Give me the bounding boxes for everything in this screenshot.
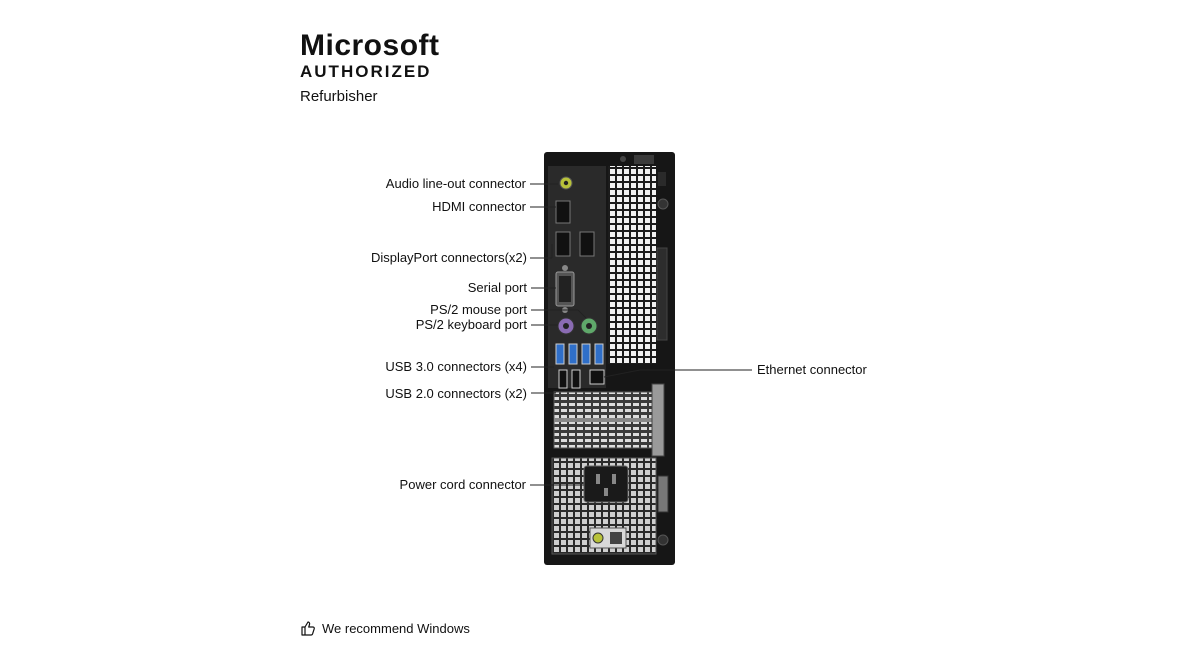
top-vent-grille [608, 166, 656, 364]
displayport-2 [579, 231, 595, 257]
callout-serial: Serial port [467, 280, 527, 295]
displayport-1 [555, 231, 571, 257]
callout-ethernet: Ethernet connector [757, 362, 867, 377]
logo-brand: Microsoft [300, 29, 440, 62]
callout-audio: Audio line-out connector [385, 176, 526, 191]
callout-ps2-mouse: PS/2 mouse port [430, 302, 527, 317]
callout-hdmi: HDMI connector [432, 199, 526, 214]
power-socket [583, 465, 629, 503]
footer-text: We recommend Windows [322, 620, 470, 636]
logo-status: AUTHORIZED [300, 62, 432, 81]
callout-ps2-keyboard: PS/2 keyboard port [415, 317, 527, 332]
ethernet-port [589, 369, 605, 385]
callout-usb2: USB 2.0 connectors (x2) [385, 386, 527, 401]
callout-power: Power cord connector [399, 477, 526, 492]
callout-usb3: USB 3.0 connectors (x4) [385, 359, 527, 374]
hdmi-port [555, 200, 571, 224]
callout-leader-lines [530, 183, 752, 486]
usb2-ports [558, 369, 581, 389]
thumbs-up-icon [301, 621, 315, 636]
microsoft-authorized-refurbisher-logo: Microsoft AUTHORIZED Refurbisher [300, 29, 440, 106]
usb3-ports [555, 343, 604, 365]
callout-displayport: DisplayPort connectors(x2) [370, 250, 527, 265]
windows-recommendation: We recommend Windows [300, 620, 470, 636]
logo-tagline: Refurbisher [300, 88, 378, 105]
